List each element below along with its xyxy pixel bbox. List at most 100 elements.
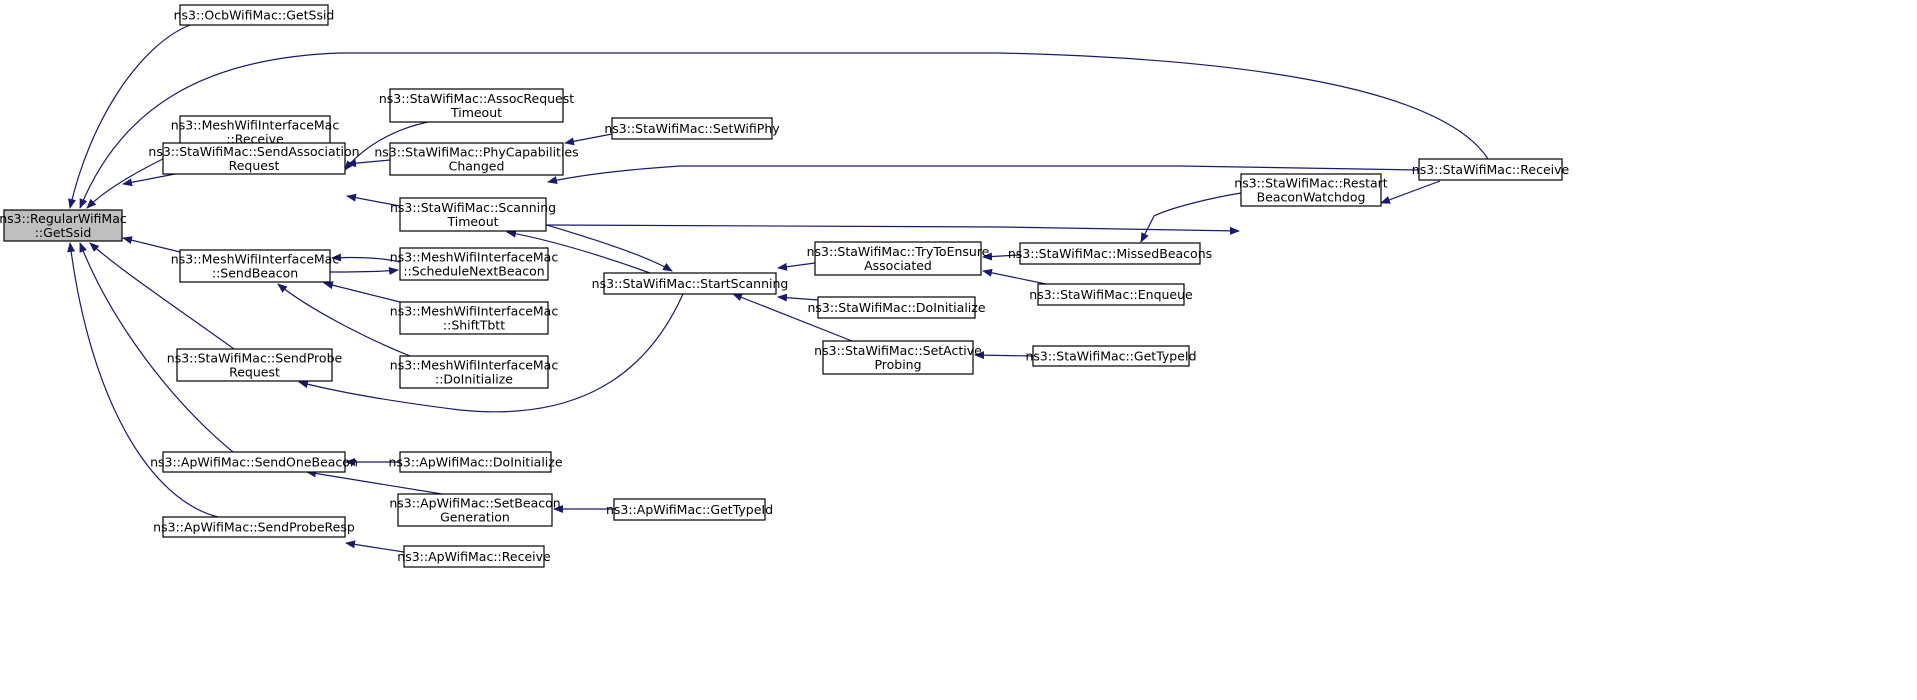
node-box[interactable] — [817, 296, 976, 319]
edge-line — [974, 351, 1034, 360]
node-ap-sendproberesp[interactable]: ns3::ApWifiMac::SendProbeResp — [153, 516, 355, 538]
edge-line — [545, 224, 1240, 235]
edge-line — [345, 540, 405, 553]
node-box[interactable] — [399, 301, 549, 335]
node-box[interactable] — [399, 247, 549, 281]
node-sta-enqueue[interactable]: ns3::StaWifiMac::Enqueue — [1029, 283, 1193, 306]
node-label-line: ns3::MeshWifiInterfaceMac — [171, 118, 340, 133]
node-sta-missed[interactable]: ns3::StaWifiMac::MissedBeacons — [1008, 242, 1212, 265]
node-box[interactable] — [399, 355, 549, 389]
node-sta-doinit[interactable]: ns3::StaWifiMac::DoInitialize — [807, 296, 986, 319]
edge-ap_sendonebeacon-to-root — [79, 242, 234, 453]
node-root[interactable]: ns3::RegularWifiMac::GetSsid — [0, 209, 127, 242]
edge-line — [122, 236, 181, 253]
edge-line — [277, 283, 411, 357]
node-box[interactable] — [1032, 345, 1190, 367]
node-mesh-shifttbtt[interactable]: ns3::MeshWifiInterfaceMac::ShiftTbtt — [390, 301, 559, 335]
node-box[interactable] — [389, 142, 564, 176]
node-label-line: ns3::StaWifiMac::TryToEnsure — [807, 244, 990, 259]
node-box[interactable] — [162, 451, 346, 473]
edge-sta_receive-to-root — [79, 52, 1489, 209]
node-box[interactable] — [399, 197, 547, 232]
node-box[interactable] — [179, 249, 331, 283]
node-box[interactable] — [814, 241, 982, 276]
node-label-line: ns3::OcbWifiMac::GetSsid — [174, 8, 335, 23]
node-label-line: ns3::MeshWifiInterfaceMac — [171, 252, 340, 267]
edges-layer — [67, 24, 1489, 553]
node-sta-startscan[interactable]: ns3::StaWifiMac::StartScanning — [592, 272, 789, 295]
node-ap-doinit[interactable]: ns3::ApWifiMac::DoInitialize — [388, 451, 563, 473]
node-label-line: ::GetSsid — [35, 225, 92, 240]
node-ap-gettypeid[interactable]: ns3::ApWifiMac::GetTypeId — [606, 498, 773, 521]
edge-sta_setactive-to-sta_startscan — [732, 293, 853, 342]
node-ap-receive[interactable]: ns3::ApWifiMac::Receive — [397, 545, 551, 568]
node-sta-gettypeid[interactable]: ns3::StaWifiMac::GetTypeId — [1025, 345, 1197, 367]
node-box[interactable] — [1037, 283, 1185, 306]
node-label-line: Timeout — [450, 105, 502, 120]
node-label-line: Generation — [440, 510, 510, 525]
node-label-line: ns3::ApWifiMac::SendOneBeacon — [150, 455, 358, 470]
node-box[interactable] — [399, 451, 552, 473]
node-box[interactable] — [179, 4, 329, 26]
node-ap-sendonebeacon[interactable]: ns3::ApWifiMac::SendOneBeacon — [150, 451, 358, 473]
node-box[interactable] — [176, 348, 333, 382]
edge-sta_phycap-to-sta_sendassoc — [346, 159, 391, 168]
edge-line — [79, 52, 1489, 209]
edge-line — [1380, 180, 1441, 204]
node-ocb-getssid[interactable]: ns3::OcbWifiMac::GetSsid — [174, 4, 335, 26]
node-box[interactable] — [603, 272, 777, 295]
node-box[interactable] — [613, 498, 766, 521]
edge-ap_setbeacongen-to-ap_sendonebeacon — [306, 469, 443, 495]
node-box[interactable] — [403, 545, 545, 568]
edge-sta_receive-to-sta_scantimeout — [547, 165, 1420, 184]
edge-mesh_sendbeacon-to-mesh_schednext — [329, 267, 399, 275]
edge-sta_scantimeout-to-sta_restart — [545, 224, 1240, 235]
node-box[interactable] — [397, 493, 553, 527]
edge-ap_receive-to-ap_sendproberesp — [345, 540, 405, 553]
edge-line — [89, 242, 235, 350]
node-box[interactable] — [162, 516, 346, 538]
edge-sta_gettypeid-to-sta_setactive — [974, 351, 1034, 360]
edge-line — [982, 252, 1021, 261]
node-label-line: ns3::ApWifiMac::GetTypeId — [606, 502, 773, 517]
node-label-line: ns3::MeshWifiInterfaceMac — [390, 250, 559, 265]
node-label-line: ns3::ApWifiMac::SendProbeResp — [153, 520, 355, 535]
edge-sta_sendprobe-to-root — [89, 242, 235, 350]
edge-sta_trytoensure-to-sta_startscan — [777, 262, 816, 271]
node-sta-setwifiphy[interactable]: ns3::StaWifiMac::SetWifiPhy — [604, 117, 780, 140]
node-box[interactable] — [822, 340, 974, 375]
node-box[interactable] — [3, 209, 123, 242]
node-label-line: ns3::StaWifiMac::StartScanning — [592, 276, 789, 291]
edge-line — [306, 469, 443, 495]
node-box[interactable] — [1240, 173, 1382, 207]
node-mesh-sendbeacon[interactable]: ns3::MeshWifiInterfaceMac::SendBeacon — [171, 249, 340, 283]
node-label-line: ns3::ApWifiMac::DoInitialize — [388, 455, 562, 470]
edge-line — [564, 133, 613, 146]
node-box[interactable] — [1019, 242, 1201, 265]
edge-line — [68, 24, 191, 209]
edge-line — [506, 229, 651, 274]
edge-line — [329, 267, 399, 275]
node-label-line: Request — [229, 158, 280, 173]
node-box[interactable] — [611, 117, 773, 140]
node-mesh-doinit[interactable]: ns3::MeshWifiInterfaceMac::DoInitialize — [390, 355, 559, 389]
edge-line — [777, 262, 816, 271]
node-sta-receive[interactable]: ns3::StaWifiMac::Receive — [1412, 158, 1570, 181]
node-box[interactable] — [389, 88, 564, 123]
edge-mesh_schednext-to-mesh_sendbeacon — [331, 253, 401, 263]
node-box[interactable] — [162, 142, 346, 175]
node-box[interactable] — [1418, 158, 1563, 181]
node-mesh-schednext[interactable]: ns3::MeshWifiInterfaceMac::ScheduleNextB… — [390, 247, 559, 281]
edge-line — [298, 293, 684, 413]
edge-sta_receive-to-sta_restart — [1380, 180, 1441, 204]
